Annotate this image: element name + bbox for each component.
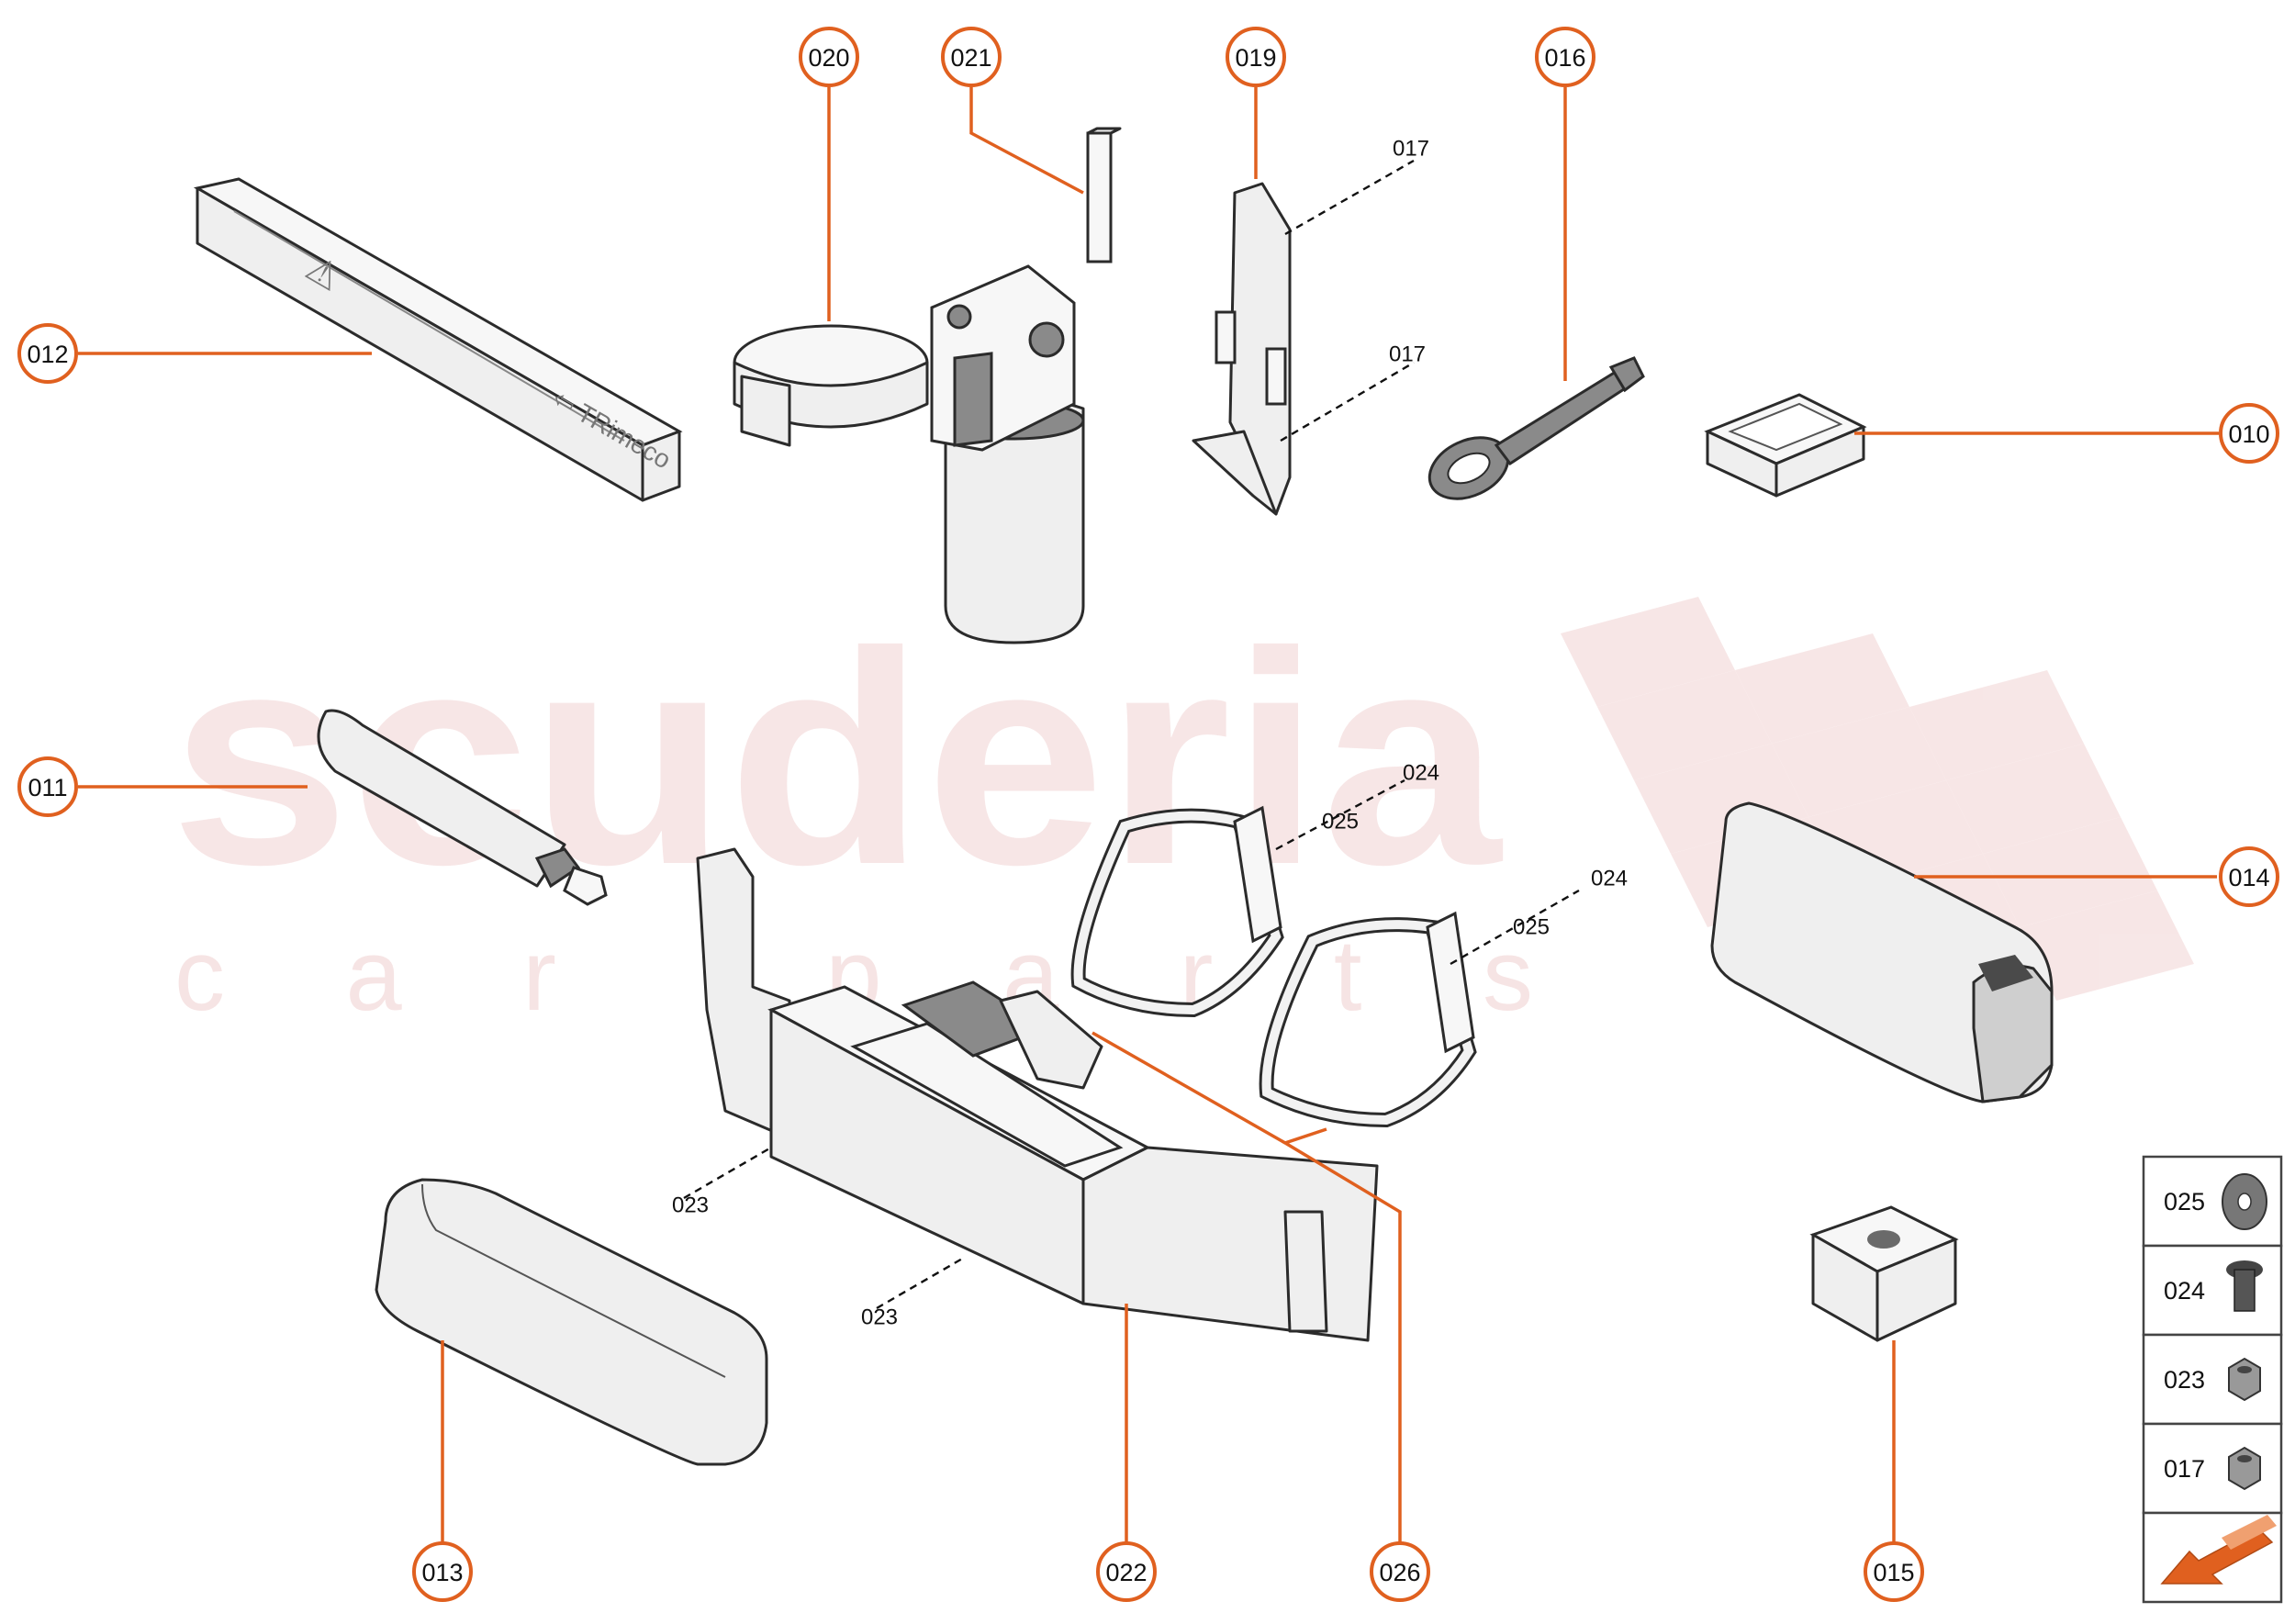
callout-020[interactable]: 020	[799, 27, 859, 87]
part-010-control-unit	[1704, 393, 1867, 498]
dashed-leaders	[683, 159, 1580, 1310]
callout-022[interactable]: 022	[1096, 1541, 1157, 1602]
callout-label: 010	[2228, 420, 2269, 448]
part-022-storage-tray	[696, 847, 1379, 1342]
part-014-cover	[1710, 801, 2054, 1103]
part-016-tow-eye	[1427, 356, 1645, 500]
callout-label: 013	[421, 1559, 463, 1586]
callout-019[interactable]: 019	[1226, 27, 1286, 87]
part-019-bracket	[1192, 182, 1292, 516]
callout-021[interactable]: 021	[941, 27, 1002, 87]
sub-label-025: 025	[1513, 915, 1550, 940]
sub-label-025: 025	[1322, 810, 1359, 834]
hardware-legend: 025 024 023 017	[2142, 1155, 2283, 1604]
callout-label: 019	[1235, 44, 1276, 72]
part-021-rod	[1086, 127, 1122, 263]
leader-026-b	[1092, 1031, 1286, 1145]
part-026-strap-left	[1070, 805, 1284, 1018]
part-012-warning-triangle-case: ⚠ ⇦ TRimeco	[193, 177, 683, 502]
callout-label: 021	[950, 44, 991, 72]
part-011-compressed-gas-cylinder	[317, 709, 608, 906]
callout-015[interactable]: 015	[1864, 1541, 1924, 1602]
callout-label: 026	[1379, 1559, 1420, 1586]
bolt-icon	[2226, 1260, 2263, 1312]
callout-label: 014	[2228, 864, 2269, 891]
fire-extinguisher	[930, 264, 1085, 644]
sub-label-024: 024	[1403, 761, 1439, 786]
part-015-foam-block	[1809, 1205, 1959, 1342]
callout-label: 020	[808, 44, 849, 72]
part-020-mounting-band	[733, 324, 929, 447]
sub-label-024: 024	[1591, 867, 1628, 891]
callout-label: 012	[27, 341, 68, 368]
sub-label-023: 023	[672, 1193, 709, 1218]
part-013-cover	[375, 1178, 768, 1466]
sub-label-017: 017	[1389, 342, 1426, 367]
callout-016[interactable]: 016	[1535, 27, 1595, 87]
part-026-strap-right	[1259, 911, 1477, 1128]
sub-label-023: 023	[861, 1305, 898, 1330]
legend-label: 023	[2164, 1366, 2205, 1394]
legend-label: 024	[2164, 1277, 2205, 1305]
legend-label: 017	[2164, 1455, 2205, 1483]
callout-013[interactable]: 013	[412, 1541, 473, 1602]
leader-lines	[78, 87, 2219, 1542]
callout-010[interactable]: 010	[2219, 403, 2279, 464]
nut-icon	[2228, 1446, 2261, 1491]
nut-icon	[2228, 1357, 2261, 1402]
leader-021	[969, 87, 1084, 195]
callout-012[interactable]: 012	[17, 323, 78, 384]
leader-026-a	[1281, 1127, 1402, 1542]
callout-label: 011	[28, 774, 67, 801]
callout-label: 016	[1544, 44, 1585, 72]
orientation-arrow-icon	[2160, 1515, 2277, 1585]
callout-label: 015	[1873, 1559, 1914, 1586]
callout-026[interactable]: 026	[1370, 1541, 1430, 1602]
legend-row-024	[2142, 1244, 2283, 1337]
callout-011[interactable]: 011	[17, 756, 78, 817]
legend-label: 025	[2164, 1188, 2205, 1215]
washer-icon	[2222, 1173, 2267, 1230]
callout-014[interactable]: 014	[2219, 846, 2279, 907]
sub-label-017: 017	[1393, 137, 1429, 162]
callout-label: 022	[1105, 1559, 1147, 1586]
